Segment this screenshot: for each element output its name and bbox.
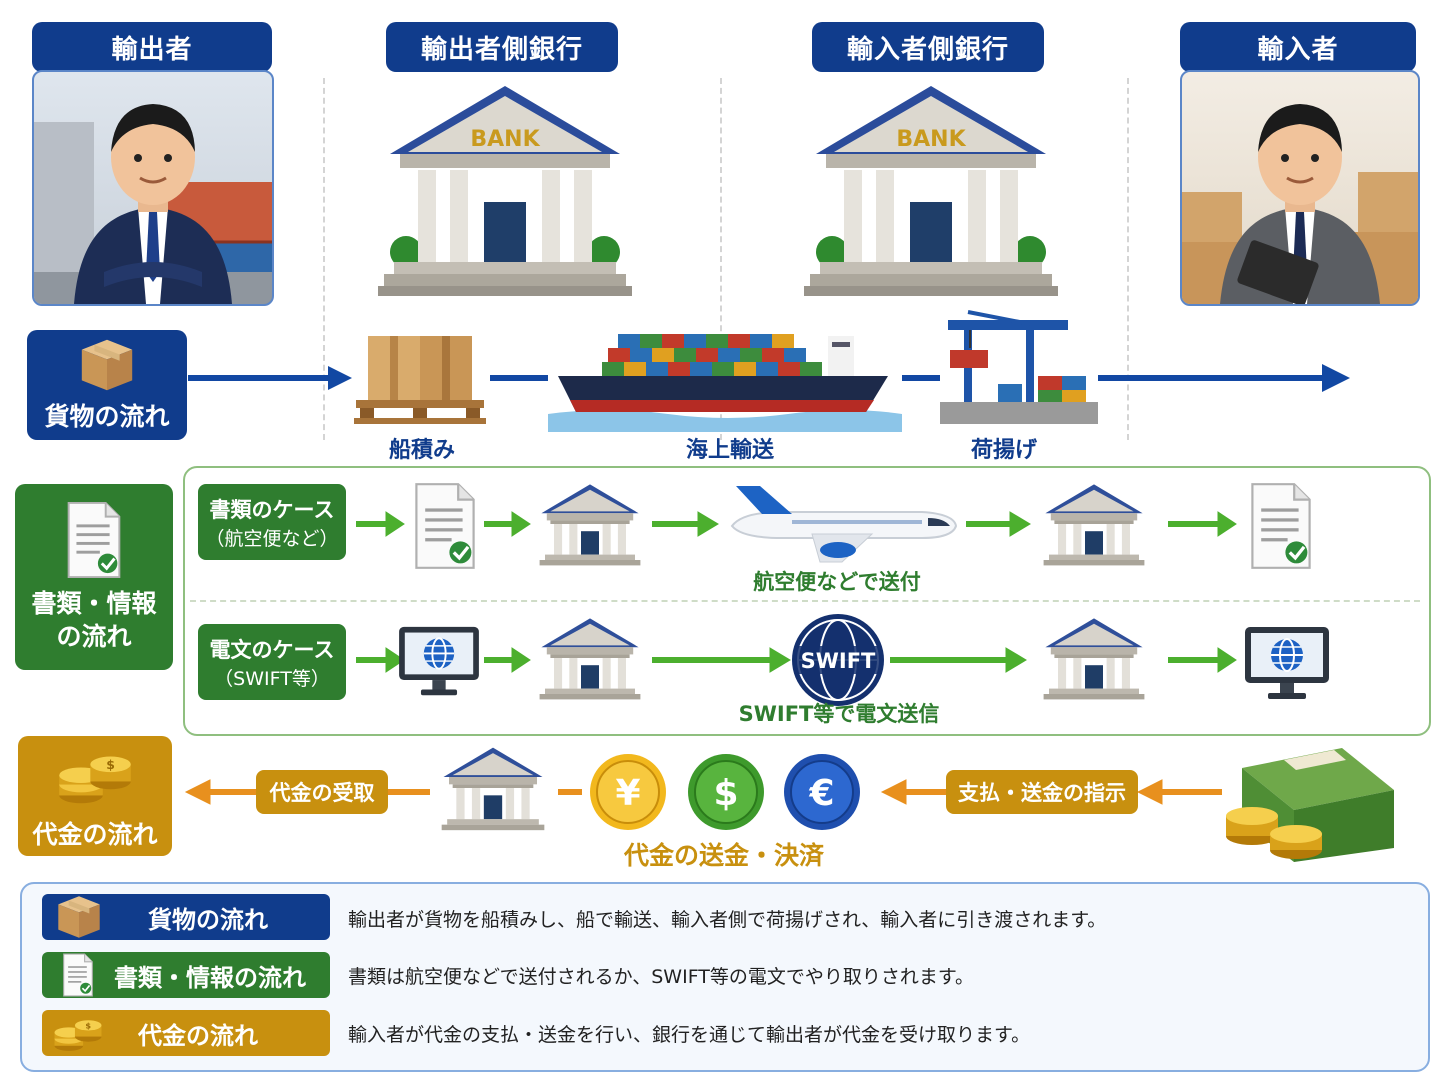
box-icon [56, 894, 102, 940]
coins-icon [52, 1010, 104, 1056]
bank-icon [536, 474, 644, 574]
airplane-icon [722, 476, 962, 566]
bank-sign: BANK [896, 127, 966, 152]
monitor-globe-icon [396, 624, 482, 700]
bank-icon [536, 608, 644, 708]
document-case-label: 書類のケース （航空便など） [198, 484, 346, 560]
svg-text:$: $ [713, 773, 738, 814]
document-arrows [356, 511, 1237, 673]
bank-icon [1040, 474, 1148, 574]
cash-and-coins-illustration [1222, 738, 1398, 864]
payment-arrows [184, 779, 1222, 805]
svg-text:€: € [808, 773, 834, 814]
exporter-bank-illustration: BANK [378, 82, 632, 302]
document-icon [1248, 482, 1314, 570]
payment-instruction-label: 支払・送金の指示 [946, 770, 1138, 814]
exporter-illustration [32, 70, 274, 306]
legend-documents: 書類・情報の流れ [42, 952, 330, 998]
legend-cargo: 貨物の流れ [42, 894, 330, 940]
header-exporter: 輸出者 [32, 22, 272, 72]
document-icon [412, 482, 478, 570]
payment-receive-label: 代金の受取 [256, 770, 388, 814]
monitor-globe-icon [1242, 624, 1332, 704]
legend-cargo-text: 輸出者が貨物を船積みし、船で輸送、輸入者側で荷揚げされ、輸入者に引き渡されます。 [348, 909, 1107, 931]
column-divider [323, 78, 325, 440]
importer-bank-illustration: BANK [804, 82, 1058, 302]
settlement-caption: 代金の送金・決済 [623, 841, 824, 870]
port-crane-illustration [940, 304, 1098, 428]
step-sea-transport: 海上輸送 [685, 438, 774, 463]
dollar-coin-icon: $ [686, 752, 766, 832]
legend-payment: 代金の流れ [42, 1010, 330, 1056]
wire-case-label: 電文のケース （SWIFT等） [198, 624, 346, 700]
bank-icon [1040, 608, 1148, 708]
yen-coin-icon: ¥ [588, 752, 668, 832]
document-panel-divider [190, 600, 1420, 602]
document-icon [60, 953, 96, 997]
importer-illustration [1180, 70, 1420, 306]
legend-documents-text: 書類は航空便などで送付されるか、SWIFT等の電文でやり取りされます。 [348, 966, 974, 988]
container-ship-illustration [548, 322, 902, 432]
bank-icon [438, 738, 548, 838]
cargo-flow-label: 貨物の流れ [27, 330, 187, 440]
header-importer: 輸入者 [1180, 22, 1416, 72]
payment-flow-label: 代金の流れ [18, 736, 172, 856]
document-caption: 航空便などで送付 [753, 570, 921, 594]
wire-caption: SWIFT等で電文送信 [738, 702, 940, 726]
document-flow-panel [183, 466, 1431, 736]
svg-text:¥: ¥ [615, 773, 640, 814]
step-unloading: 荷揚げ [970, 438, 1037, 463]
legend-payment-text: 輸入者が代金の支払・送金を行い、銀行を通じて輸出者が代金を受け取ります。 [348, 1024, 1031, 1046]
column-divider [1127, 78, 1129, 440]
cargo-arrows [188, 364, 1350, 392]
bank-sign: BANK [470, 127, 540, 152]
document-flow-label: 書類・情報 の流れ [15, 484, 173, 670]
svg-text:SWIFT: SWIFT [801, 649, 876, 673]
cargo-pallet-illustration [350, 328, 490, 428]
swift-logo-icon: SWIFT [790, 612, 886, 708]
header-exporter-bank: 輸出者側銀行 [386, 22, 618, 72]
column-divider [720, 78, 722, 440]
euro-coin-icon: € [782, 752, 862, 832]
header-importer-bank: 輸入者側銀行 [812, 22, 1044, 72]
step-loading: 船積み [388, 438, 455, 463]
